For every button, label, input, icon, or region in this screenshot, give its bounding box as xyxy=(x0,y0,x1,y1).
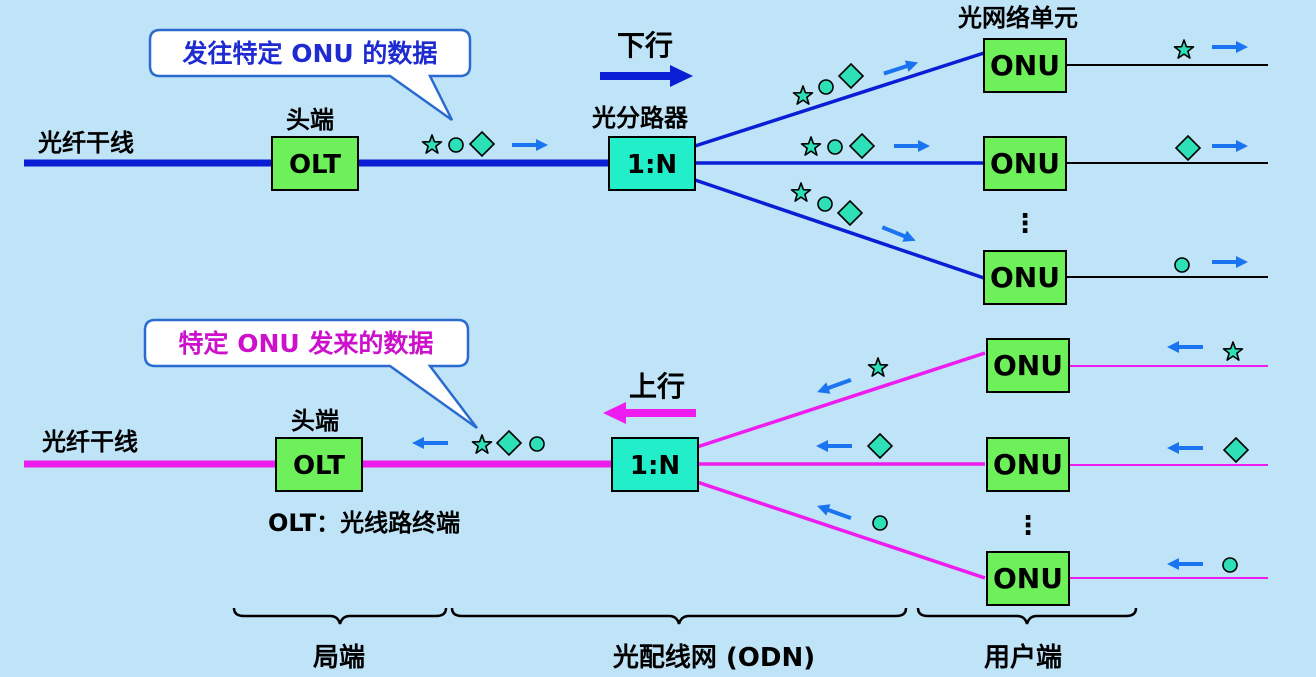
upstream-olt-label: OLT xyxy=(293,451,345,481)
user-zone-label: 用户端 xyxy=(984,642,1062,673)
up-in1-star xyxy=(1222,341,1244,361)
upstream-splitter-box xyxy=(611,437,699,492)
downstream-direction-arrow xyxy=(600,65,693,87)
down-onu3-label: ONU xyxy=(990,261,1060,294)
down-out2-diamond xyxy=(1175,135,1201,161)
down-branch2-circle xyxy=(827,139,843,155)
up-branch3-arrow xyxy=(815,500,853,524)
onu-unit-label: 光网络单元 xyxy=(957,4,1078,32)
downstream-branch-bot xyxy=(694,178,985,280)
down-onu3-box xyxy=(983,250,1067,305)
odn-zone-label: 光配线网 (ODN) xyxy=(612,643,815,673)
down-branch1-diamond xyxy=(838,63,864,89)
down-onu1-box xyxy=(983,38,1067,93)
up-branch3-circle xyxy=(872,515,888,531)
down-branch2-arrow xyxy=(894,140,930,152)
up-in3-circle xyxy=(1222,557,1238,573)
downstream-direction-label: 下行 xyxy=(617,29,673,62)
downstream-callout-text: 发往特定 ONU 的数据 xyxy=(182,39,438,68)
down-branch2-diamond xyxy=(849,133,875,159)
upstream-direction-label: 上行 xyxy=(629,370,685,403)
down-branch1-circle xyxy=(818,79,834,95)
upstream-callout xyxy=(143,318,478,430)
upstream-headend-label: 头端 xyxy=(291,407,339,435)
up-branch1-star xyxy=(867,357,889,377)
up-onu2-label: ONU xyxy=(993,448,1063,481)
up-onu1-box xyxy=(986,338,1070,393)
odn-zone-brace xyxy=(450,607,908,625)
olt-definition-note: OLT：光线路终端 xyxy=(268,509,460,537)
down-ellipsis: ⋮ xyxy=(1012,209,1038,239)
upstream-trunk-arrow xyxy=(412,437,448,449)
up-onu3-label: ONU xyxy=(993,562,1063,595)
down-onu2-label: ONU xyxy=(990,147,1060,180)
down-out3-circle xyxy=(1174,257,1190,273)
down-branch3-circle xyxy=(817,196,833,212)
upstream-olt-box xyxy=(275,437,363,492)
down-onu1-label: ONU xyxy=(990,49,1060,82)
downstream-trunk-circle xyxy=(448,137,464,153)
down-out1-star xyxy=(1173,39,1195,59)
upstream-trunk-circle xyxy=(529,436,545,452)
up-branch2-arrow xyxy=(816,440,852,452)
up-in1-arrow xyxy=(1167,341,1203,353)
down-branch3-arrow xyxy=(880,221,918,247)
up-branch2-diamond xyxy=(867,433,893,459)
down-branch2-star xyxy=(800,136,822,156)
upstream-trunk-star xyxy=(471,434,493,454)
down-branch3-diamond xyxy=(837,200,863,226)
downstream-trunk-diamond xyxy=(469,131,495,157)
up-ellipsis: ⋮ xyxy=(1015,511,1041,541)
upstream-branch-bot xyxy=(696,480,986,580)
down-branch1-star xyxy=(792,85,814,105)
up-in2-diamond xyxy=(1223,437,1249,463)
downstream-olt-box xyxy=(271,136,359,191)
up-in2-arrow xyxy=(1167,442,1203,454)
downstream-callout xyxy=(148,28,472,122)
downstream-splitter-ratio: 1:N xyxy=(627,150,677,180)
up-onu2-box xyxy=(986,437,1070,492)
up-onu3-box xyxy=(986,551,1070,606)
downstream-splitter-box xyxy=(608,136,696,191)
downstream-splitter-label: 光分路器 xyxy=(591,104,689,132)
downstream-branch-top xyxy=(694,51,985,148)
up-branch1-arrow xyxy=(815,374,853,398)
office-zone-brace xyxy=(232,607,448,625)
upstream-trunk-label: 光纤干线 xyxy=(41,428,138,456)
downstream-trunk-label: 光纤干线 xyxy=(37,129,134,157)
downstream-trunk-star xyxy=(421,134,443,154)
upstream-splitter-ratio: 1:N xyxy=(630,451,680,481)
downstream-trunk-arrow xyxy=(512,139,548,151)
upstream-trunk-diamond xyxy=(496,430,522,456)
upstream-branch-top xyxy=(696,351,986,449)
upstream-direction-arrow xyxy=(603,402,696,424)
down-out1-arrow xyxy=(1212,41,1248,53)
user-zone-brace xyxy=(916,607,1138,625)
upstream-callout-text: 特定 ONU 发来的数据 xyxy=(179,329,434,358)
downstream-headend-label: 头端 xyxy=(286,106,334,134)
down-out2-arrow xyxy=(1212,140,1248,152)
down-onu2-box xyxy=(983,136,1067,191)
down-branch3-star xyxy=(790,182,812,202)
up-in3-arrow xyxy=(1167,558,1203,570)
office-zone-label: 局端 xyxy=(313,643,365,673)
up-onu1-label: ONU xyxy=(993,349,1063,382)
downstream-olt-label: OLT xyxy=(289,150,341,180)
down-out3-arrow xyxy=(1212,256,1248,268)
